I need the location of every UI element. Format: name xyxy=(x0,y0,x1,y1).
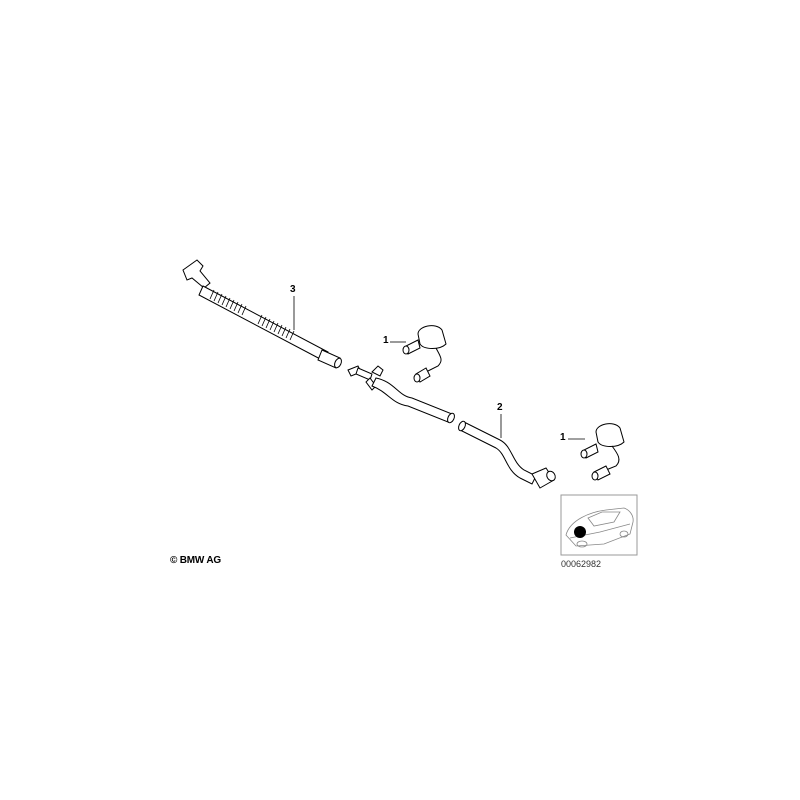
part-2-washer-line[interactable] xyxy=(347,365,557,489)
leader-lines xyxy=(293,296,585,440)
location-marker-dot xyxy=(574,526,586,538)
part-1-washer-jet-lower[interactable] xyxy=(580,423,625,481)
callout-1-upper: 1 xyxy=(383,335,389,346)
callout-1-lower: 1 xyxy=(560,432,566,443)
callout-2: 2 xyxy=(497,402,503,413)
vehicle-location-thumbnail xyxy=(560,494,638,556)
part-3-corrugated-hose[interactable] xyxy=(182,259,343,369)
diagram-number: 00062982 xyxy=(561,559,602,569)
part-1-washer-jet-upper[interactable] xyxy=(402,325,447,383)
callout-3: 3 xyxy=(290,284,296,295)
copyright-notice: © BMW AG xyxy=(170,555,221,566)
